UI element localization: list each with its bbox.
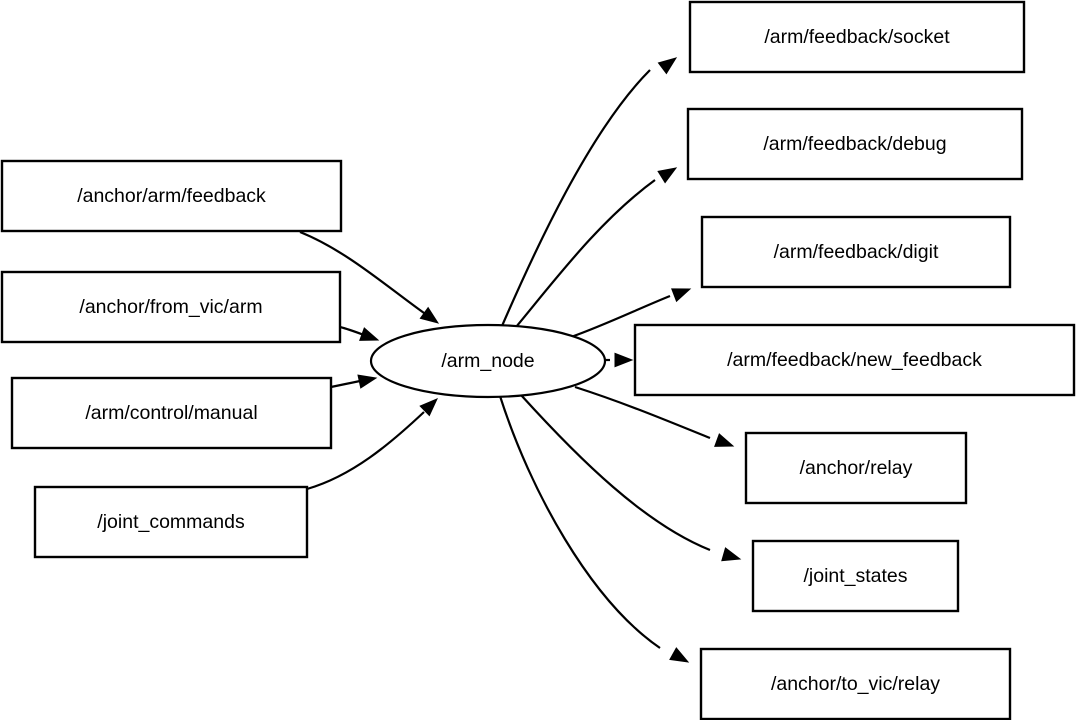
node-box[interactable] — [699, 647, 1012, 720]
topic-node-joint-commands[interactable]: /joint_commands — [33, 485, 309, 559]
topic-node-anchor-to-vic-relay[interactable]: /anchor/to_vic/relay — [699, 647, 1012, 720]
node-arm-node[interactable]: /arm_node — [369, 323, 607, 399]
edge-line — [574, 385, 711, 440]
node-label: /joint_commands — [97, 511, 245, 533]
topic-node-anchor-from-vic-arm[interactable]: /anchor/from_vic/arm — [0, 270, 342, 344]
node-box[interactable] — [688, 0, 1026, 74]
edge-arm-node-to-anchor-to-vic-relay — [498, 395, 690, 663]
node-box[interactable] — [744, 431, 968, 505]
topic-node-anchor-arm-feedback[interactable]: /anchor/arm/feedback — [0, 159, 343, 233]
edge-arm-control-manual-to-arm-node — [330, 374, 378, 389]
arrowhead-icon — [657, 57, 678, 75]
edge-line — [570, 294, 671, 339]
edge-line — [500, 69, 651, 327]
arrowhead-icon — [669, 647, 690, 663]
topic-node-arm-control-manual[interactable]: /arm/control/manual — [10, 376, 333, 450]
edge-arm-node-to-arm-feedback-socket — [500, 57, 678, 327]
node-label: /anchor/to_vic/relay — [771, 673, 940, 695]
edge-anchor-from-vic-arm-to-arm-node — [339, 325, 380, 341]
node-label: /arm/feedback/debug — [763, 133, 946, 155]
node-box[interactable] — [33, 485, 309, 559]
edge-line — [306, 411, 425, 491]
arrowhead-icon — [359, 327, 380, 341]
topic-node-anchor-relay[interactable]: /anchor/relay — [744, 431, 968, 505]
edge-arm-node-to-arm-feedback-new — [605, 352, 634, 368]
edge-line — [339, 325, 365, 337]
node-box[interactable] — [0, 270, 342, 344]
arrowhead-icon — [357, 374, 378, 389]
node-box[interactable] — [0, 159, 343, 233]
node-label: /arm/feedback/new_feedback — [727, 349, 982, 371]
arrowhead-icon — [614, 352, 634, 368]
node-box[interactable] — [686, 107, 1024, 181]
arrowhead-icon — [419, 398, 438, 417]
edge-line — [515, 179, 656, 328]
topic-node-arm-feedback-digit[interactable]: /arm/feedback/digit — [700, 215, 1012, 289]
node-label: /anchor/relay — [800, 457, 913, 479]
arrowhead-icon — [714, 433, 735, 447]
topic-node-arm-feedback-new-feedback[interactable]: /arm/feedback/new_feedback — [633, 323, 1076, 397]
node-label: /arm/feedback/digit — [774, 241, 939, 263]
edge-arm-node-to-arm-feedback-debug — [515, 167, 678, 328]
node-label: /anchor/from_vic/arm — [79, 296, 262, 318]
topic-node-joint-states[interactable]: /joint_states — [751, 539, 960, 613]
node-box[interactable] — [10, 376, 333, 450]
node-box[interactable] — [633, 323, 1076, 397]
edge-line — [299, 230, 425, 314]
edge-anchor-arm-feedback-to-arm-node — [299, 230, 440, 324]
edge-arm-node-to-anchor-relay — [574, 385, 735, 447]
node-label: /arm/feedback/socket — [764, 26, 950, 48]
edge-line — [498, 395, 661, 649]
node-box[interactable] — [751, 539, 960, 613]
topic-node-arm-feedback-debug[interactable]: /arm/feedback/debug — [686, 107, 1024, 181]
arrowhead-icon — [721, 547, 742, 562]
node-label: /arm/control/manual — [85, 402, 257, 424]
edges-layer — [299, 57, 742, 663]
node-label: /joint_states — [803, 565, 907, 587]
node-label: /arm_node — [441, 350, 534, 372]
topic-node-arm-feedback-socket[interactable]: /arm/feedback/socket — [688, 0, 1026, 74]
node-ellipse[interactable] — [369, 323, 607, 399]
edge-line — [330, 379, 361, 389]
edge-arm-node-to-arm-feedback-digit — [570, 288, 692, 339]
node-box[interactable] — [700, 215, 1012, 289]
arrowhead-icon — [671, 288, 692, 303]
edge-arm-node-to-joint-states — [520, 394, 742, 562]
node-label: /anchor/arm/feedback — [77, 185, 266, 207]
arrowhead-icon — [657, 167, 678, 184]
arrowhead-icon — [419, 306, 440, 324]
edge-joint-commands-to-arm-node — [306, 398, 438, 491]
edge-line — [520, 394, 711, 552]
